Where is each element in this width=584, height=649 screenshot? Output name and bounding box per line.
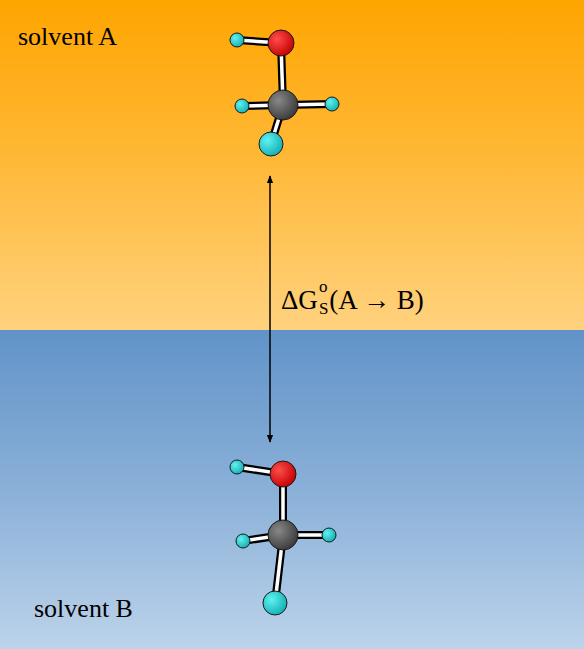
atom: [235, 99, 249, 113]
free-energy-symbol: ΔG: [281, 287, 318, 314]
atom: [268, 520, 298, 550]
atom: [236, 534, 250, 548]
atom: [268, 30, 294, 56]
atom: [268, 90, 298, 120]
molecule: [230, 30, 339, 156]
atom: [322, 528, 336, 542]
molecule: [230, 460, 336, 615]
standard-superscript: o: [319, 278, 328, 295]
atom: [259, 132, 283, 156]
atom: [230, 33, 244, 47]
atom: [230, 460, 244, 474]
atom: [263, 591, 287, 615]
transfer-label: (A → B): [329, 287, 424, 314]
solvation-subscript: S: [319, 300, 328, 317]
atom: [270, 461, 296, 487]
double-arrow: [269, 176, 271, 442]
solvent-label: solvent A: [18, 24, 117, 50]
solvent-band: solvent B: [0, 330, 584, 649]
solvent-label: solvent B: [34, 596, 133, 622]
atom: [325, 97, 339, 111]
